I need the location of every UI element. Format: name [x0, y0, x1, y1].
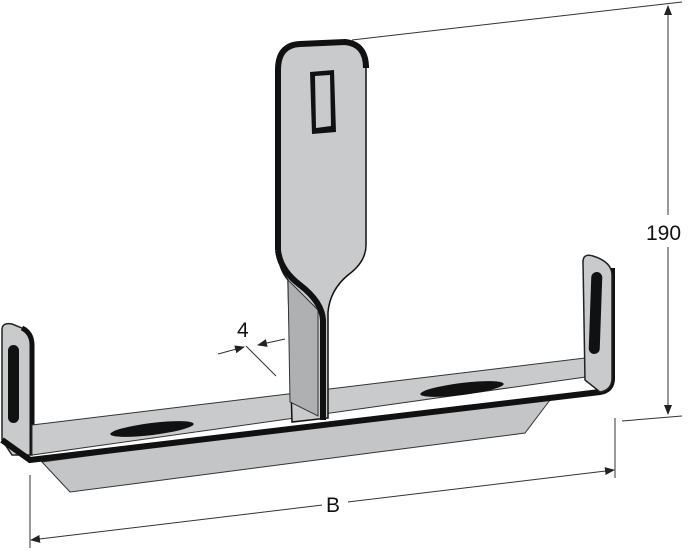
dim-label-190: 190 [646, 222, 681, 245]
vertical-tab-side [287, 278, 319, 417]
dim-arrow-4-left [217, 345, 245, 355]
base-slot-left [110, 421, 194, 437]
base-slot-right [420, 381, 504, 397]
left-upturn-edge [20, 325, 35, 455]
ext-line-bottom-right [621, 415, 683, 422]
left-slot [8, 345, 19, 423]
right-slot [588, 272, 603, 354]
dim-leader-4 [245, 345, 277, 377]
tab-slot-inner [315, 75, 331, 128]
vertical-tab-edge [275, 38, 369, 420]
dim-label-4: 4 [237, 319, 249, 342]
ext-line-top [351, 1, 683, 41]
dim-label-b: B [326, 494, 340, 517]
dim-arrow-4-right [257, 338, 286, 347]
